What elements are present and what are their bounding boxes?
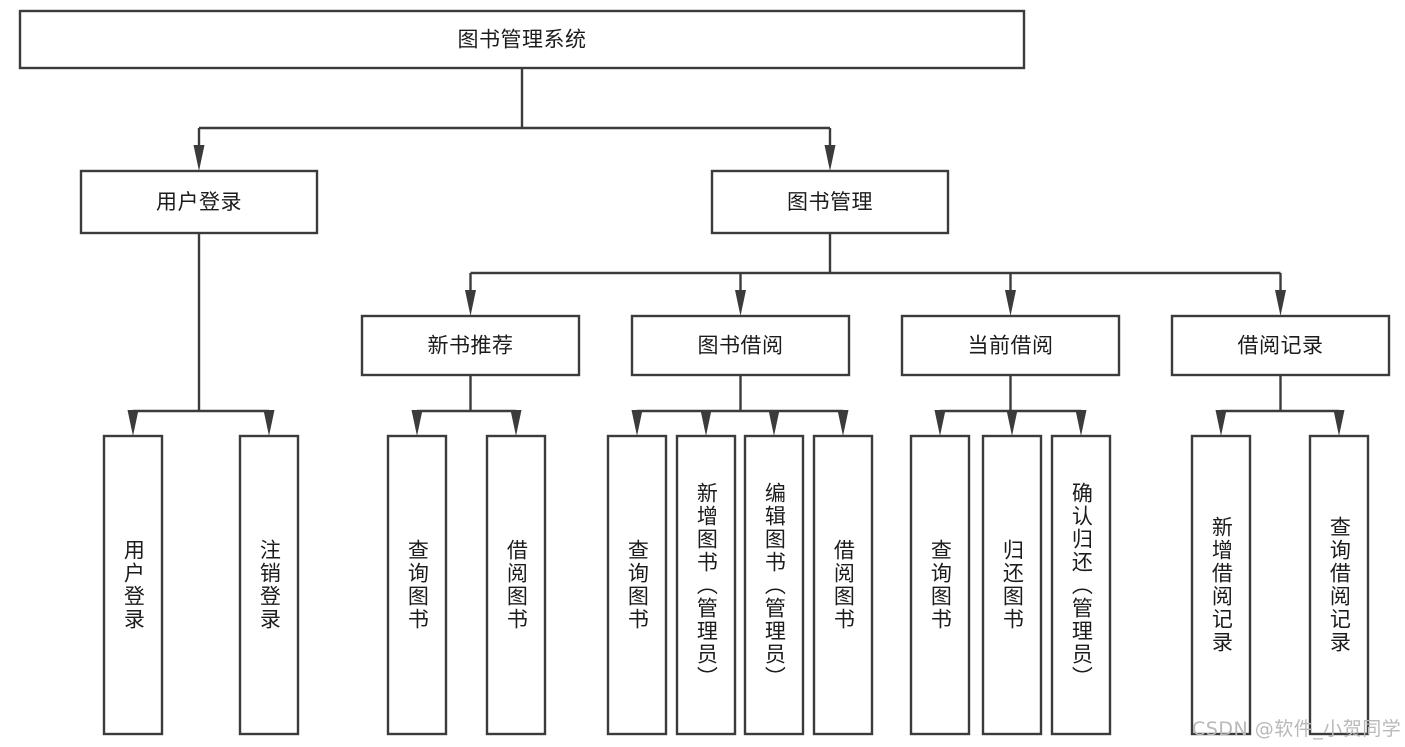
leaf-node-6[interactable] bbox=[675, 434, 737, 736]
level2-node-1-label: 用户登录 bbox=[156, 190, 242, 214]
level3-node-2[interactable] bbox=[630, 314, 851, 377]
arrow-head-icon bbox=[263, 410, 275, 436]
leaf-node-7[interactable] bbox=[743, 434, 805, 736]
leaf-node-3[interactable] bbox=[386, 434, 448, 736]
level2-node-2-label: 图书管理 bbox=[787, 190, 873, 214]
root-node-book-management-system-label: 图书管理系统 bbox=[458, 28, 587, 52]
arrow-head-icon bbox=[700, 410, 712, 436]
leaf-node-5[interactable] bbox=[606, 434, 668, 736]
arrow-head-icon bbox=[1333, 410, 1345, 436]
csdn-watermark: CSDN @软件_小贺同学 bbox=[1192, 718, 1402, 740]
level3-node-2-label: 图书借阅 bbox=[698, 334, 784, 358]
level3-node-1-label: 新书推荐 bbox=[428, 334, 514, 358]
leaf-node-13[interactable] bbox=[1308, 434, 1370, 736]
arrow-head-icon bbox=[735, 290, 746, 316]
connector-lines bbox=[127, 68, 1345, 436]
arrow-head-icon bbox=[1215, 410, 1227, 436]
root-node-book-management-system[interactable] bbox=[18, 9, 1026, 70]
arrow-head-icon bbox=[510, 410, 522, 436]
arrow-head-icon bbox=[1075, 410, 1087, 436]
arrow-head-icon bbox=[193, 145, 205, 171]
level3-node-3-label: 当前借阅 bbox=[968, 334, 1054, 358]
arrow-head-icon bbox=[127, 410, 139, 436]
arrow-head-icon bbox=[934, 410, 946, 436]
arrow-head-icon bbox=[824, 145, 836, 171]
leaf-node-12[interactable] bbox=[1190, 434, 1252, 736]
level2-node-2[interactable] bbox=[710, 169, 950, 235]
level3-node-3[interactable] bbox=[900, 314, 1121, 377]
arrow-head-icon bbox=[411, 410, 423, 436]
arrow-head-icon bbox=[1006, 410, 1018, 436]
level3-node-1[interactable] bbox=[360, 314, 581, 377]
arrow-head-icon bbox=[1005, 290, 1016, 316]
node-boxes bbox=[18, 9, 1391, 736]
leaf-node-8[interactable] bbox=[812, 434, 874, 736]
leaf-node-2[interactable] bbox=[238, 434, 300, 736]
leaf-node-9[interactable] bbox=[909, 434, 971, 736]
level3-node-4-label: 借阅记录 bbox=[1238, 334, 1324, 358]
arrow-head-icon bbox=[837, 410, 849, 436]
leaf-node-1[interactable] bbox=[102, 434, 164, 736]
leaf-node-10[interactable] bbox=[981, 434, 1043, 736]
leaf-node-11[interactable] bbox=[1050, 434, 1112, 736]
level2-node-1[interactable] bbox=[79, 169, 319, 235]
arrow-head-icon bbox=[465, 290, 476, 316]
level3-node-4[interactable] bbox=[1170, 314, 1391, 377]
arrow-head-icon bbox=[1275, 290, 1286, 316]
arrow-head-icon bbox=[631, 410, 643, 436]
leaf-node-4[interactable] bbox=[485, 434, 547, 736]
arrow-head-icon bbox=[768, 410, 780, 436]
